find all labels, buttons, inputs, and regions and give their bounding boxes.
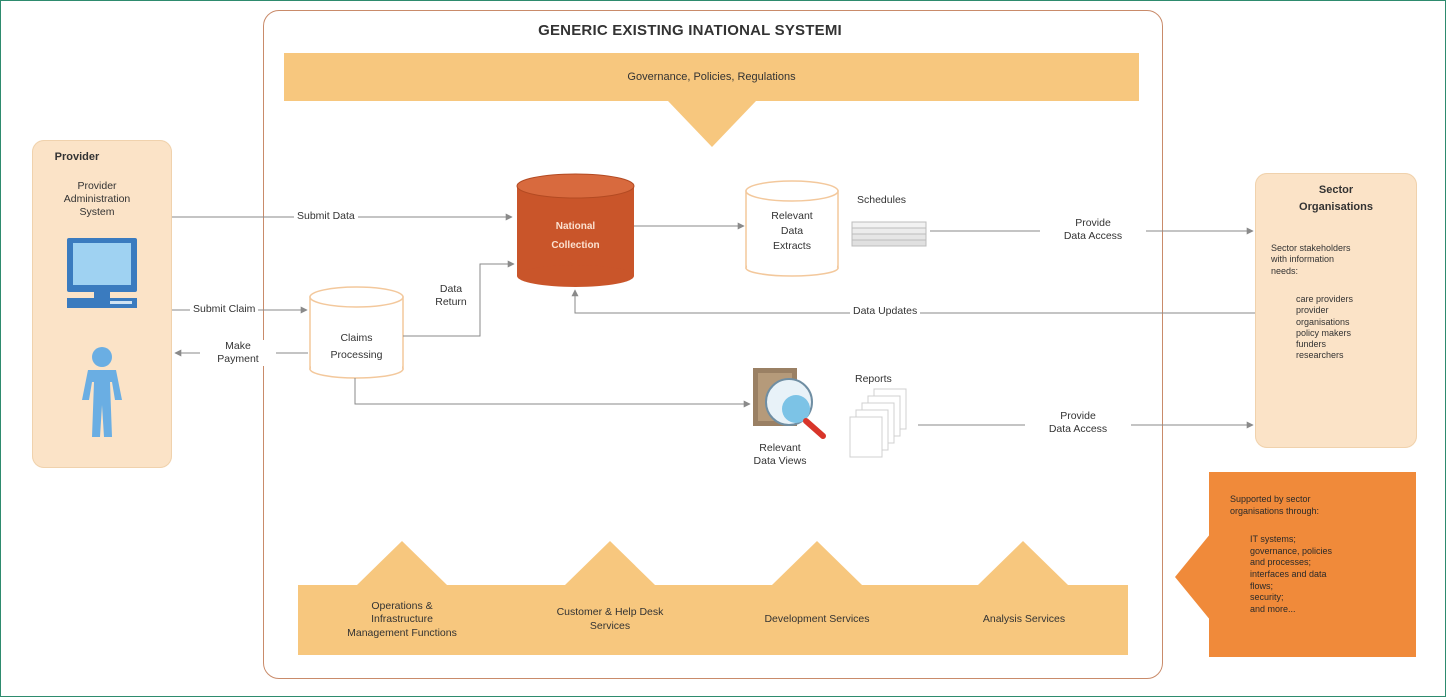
support-items: IT systems; governance, policies and pro… bbox=[1250, 534, 1332, 616]
data-extracts-cylinder bbox=[745, 180, 839, 277]
provider-system-label: Provider Administration System bbox=[63, 180, 131, 219]
sector-item: organisations bbox=[1296, 316, 1350, 327]
data-return-line bbox=[403, 260, 515, 337]
sector-item: policy makers bbox=[1296, 327, 1352, 338]
submit-data-label: Submit Data bbox=[294, 210, 358, 224]
support-item: security; bbox=[1250, 592, 1284, 603]
support-box: Supported by sector organisations throug… bbox=[1209, 472, 1416, 657]
service-up-arrow-stem bbox=[1001, 575, 1045, 587]
national-collection-label: National Collection bbox=[551, 221, 600, 251]
service-development: Development Services bbox=[714, 585, 921, 655]
support-left-arrow bbox=[1175, 533, 1211, 621]
support-item: IT systems; bbox=[1250, 534, 1296, 544]
provider-title: Provider bbox=[54, 151, 100, 163]
service-up-arrow-stem bbox=[588, 575, 632, 587]
reports-pages-icon bbox=[849, 388, 907, 458]
sector-item: researchers bbox=[1296, 350, 1344, 361]
sector-item: care providers bbox=[1296, 294, 1354, 304]
service-operations: Operations & Infrastructure Management F… bbox=[298, 585, 507, 655]
sector-intro: Sector stakeholders with information nee… bbox=[1271, 243, 1351, 276]
provide-access-1-label: Provide Data Access bbox=[1040, 217, 1146, 244]
data-updates-label: Data Updates bbox=[850, 305, 921, 319]
support-item: and processes; bbox=[1250, 557, 1312, 568]
reports-label: Reports bbox=[855, 373, 892, 385]
support-item: governance, policies bbox=[1250, 545, 1333, 556]
data-views-magnifier-icon bbox=[753, 368, 826, 439]
claims-to-views-line bbox=[354, 378, 751, 408]
support-item: interfaces and data bbox=[1250, 569, 1327, 580]
schedules-stack-icon bbox=[851, 221, 927, 247]
service-up-arrow-stem bbox=[795, 575, 839, 587]
diagram-title: GENERIC EXISTING INATIONAL SYSTEMI bbox=[538, 22, 842, 39]
computer-icon bbox=[67, 238, 137, 308]
service-customer-help-desk: Customer & Help Desk Services bbox=[506, 585, 715, 655]
service-up-arrow bbox=[978, 541, 1068, 585]
service-up-arrow bbox=[772, 541, 862, 585]
claims-processing-cylinder bbox=[309, 286, 404, 379]
sector-panel bbox=[1255, 173, 1417, 448]
service-up-arrow bbox=[565, 541, 655, 585]
service-up-arrow bbox=[357, 541, 447, 585]
schedules-label: Schedules bbox=[857, 194, 907, 206]
sector-items: care providers provider organisations po… bbox=[1296, 294, 1353, 362]
sector-title: Sector Organisations bbox=[1299, 184, 1373, 213]
support-item: and more... bbox=[1250, 604, 1296, 615]
data-extracts-label: Relevant Data Extracts bbox=[771, 210, 813, 253]
data-return-label: Data Return bbox=[423, 283, 479, 310]
data-views-label: Relevant Data Views bbox=[753, 442, 807, 468]
service-analysis: Analysis Services bbox=[920, 585, 1128, 655]
national-collection-cylinder bbox=[516, 173, 635, 287]
governance-band: Governance, Policies, Regulations bbox=[284, 53, 1139, 101]
claims-processing-label: Claims Processing bbox=[330, 332, 383, 362]
governance-down-arrow bbox=[668, 101, 756, 147]
service-up-arrow-stem bbox=[380, 575, 424, 587]
provide-access-2-label: Provide Data Access bbox=[1025, 410, 1131, 437]
support-intro: Supported by sector organisations throug… bbox=[1230, 494, 1320, 516]
data-updates-line bbox=[571, 289, 1255, 314]
sector-item: funders bbox=[1296, 339, 1327, 349]
person-icon bbox=[82, 347, 122, 437]
sector-item: provider bbox=[1296, 305, 1329, 316]
submit-claim-label: Submit Claim bbox=[190, 303, 259, 317]
support-item: flows; bbox=[1250, 580, 1274, 591]
make-payment-label: Make Payment bbox=[200, 340, 276, 367]
